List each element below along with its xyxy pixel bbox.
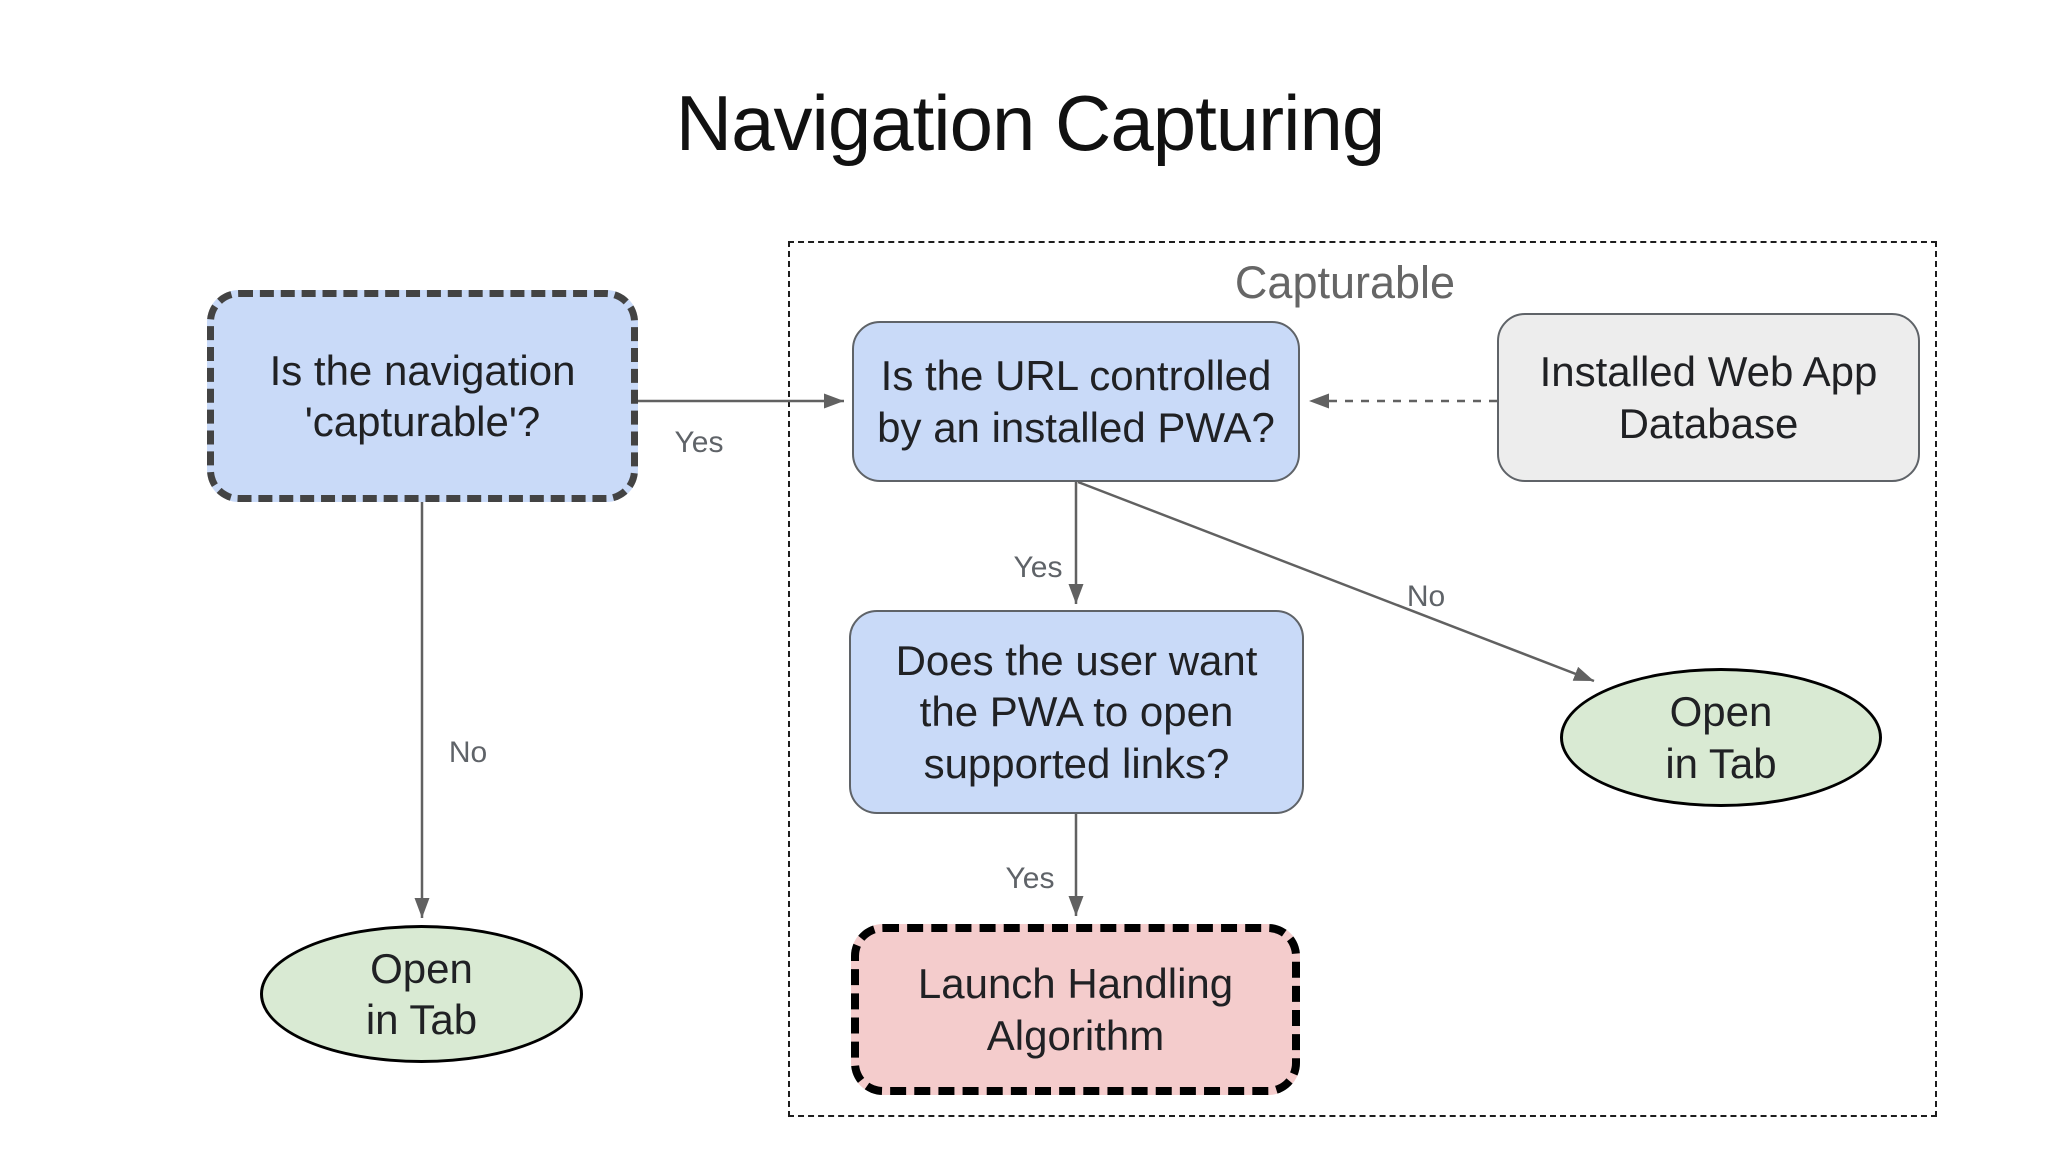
edge-label-nav-yes: Yes	[674, 426, 724, 459]
node-text: Open in Tab	[365, 944, 478, 1043]
node-text: Is the URL controlled by an installed PW…	[877, 352, 1275, 451]
node-installed-web-app-database: Installed Web App Database	[1497, 313, 1920, 482]
capturable-group-label: Capturable	[1234, 257, 1456, 308]
capturable-group-container	[788, 241, 1937, 1117]
node-is-url-controlled-by-pwa: Is the URL controlled by an installed PW…	[852, 321, 1300, 482]
edge-label-url-yes: Yes	[1013, 551, 1063, 584]
node-text: Is the navigation 'capturable'?	[269, 346, 576, 445]
node-open-in-tab-left: Open in Tab	[260, 925, 583, 1063]
node-text: Launch Handling Algorithm	[917, 960, 1234, 1059]
diagram-title: Navigation Capturing	[675, 79, 1385, 167]
node-open-in-tab-right: Open in Tab	[1560, 668, 1882, 807]
edge-label-url-no: No	[1406, 580, 1446, 613]
node-launch-handling-algorithm: Launch Handling Algorithm	[851, 924, 1300, 1095]
edge-label-nav-no: No	[448, 736, 488, 769]
node-text: Does the user want the PWA to open suppo…	[895, 637, 1258, 787]
node-text: Open in Tab	[1665, 688, 1777, 787]
node-text: Installed Web App Database	[1539, 348, 1878, 447]
node-is-navigation-capturable: Is the navigation 'capturable'?	[207, 290, 638, 502]
node-does-user-want-pwa-open-links: Does the user want the PWA to open suppo…	[849, 610, 1304, 814]
edge-label-user-yes: Yes	[1005, 862, 1055, 895]
